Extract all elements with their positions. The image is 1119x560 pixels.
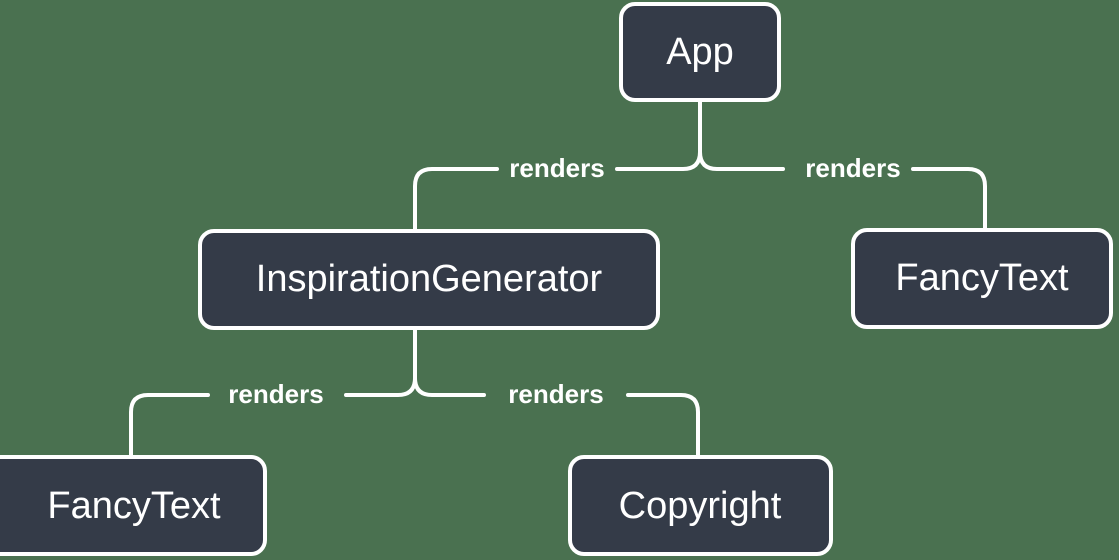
node-copyright-box[interactable] bbox=[568, 455, 833, 556]
edge-app-to-fancy-text-right bbox=[911, 167, 987, 230]
node-fancy-text-bottom-label: FancyText bbox=[47, 485, 221, 527]
node-inspiration-generator-label: InspirationGenerator bbox=[256, 258, 603, 300]
edge-inspiration-generator-tee-junction bbox=[344, 376, 486, 397]
node-fancy-text-bottom[interactable]: FancyText bbox=[0, 455, 267, 556]
edge-app-tee-junction bbox=[615, 150, 785, 171]
node-fancy-text-bottom-box[interactable] bbox=[0, 455, 267, 556]
edge-app-to-inspiration-generator bbox=[413, 167, 499, 231]
node-fancy-text-right-box[interactable] bbox=[851, 228, 1113, 329]
edge-label-inspiration-generator-to-copyright: renders bbox=[508, 379, 603, 409]
edge-label-app-to-fancy-text-right: renders bbox=[805, 153, 900, 183]
node-app-label: App bbox=[666, 31, 734, 73]
node-inspiration-generator-box[interactable] bbox=[198, 229, 660, 330]
node-fancy-text-right[interactable]: FancyText bbox=[851, 228, 1113, 329]
edge-inspiration-generator-to-copyright bbox=[626, 393, 700, 458]
node-copyright[interactable]: Copyright bbox=[568, 455, 833, 556]
node-copyright-label: Copyright bbox=[619, 485, 782, 527]
edge-label-app-to-inspiration-generator: renders bbox=[509, 153, 604, 183]
node-app-box[interactable] bbox=[619, 2, 781, 102]
edge-inspiration-generator-to-fancy-text-bottom bbox=[129, 393, 210, 458]
node-app[interactable]: App bbox=[619, 2, 781, 102]
node-fancy-text-right-label: FancyText bbox=[895, 257, 1069, 299]
node-inspiration-generator[interactable]: InspirationGenerator bbox=[198, 229, 660, 330]
edge-label-inspiration-generator-to-fancy-text-bottom: renders bbox=[228, 379, 323, 409]
